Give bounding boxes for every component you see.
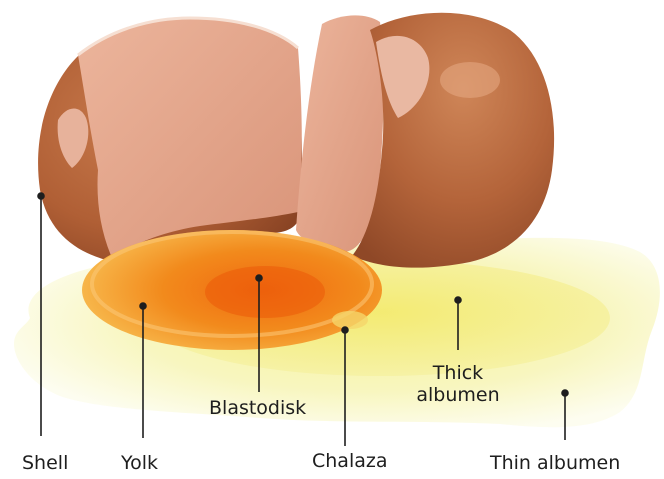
label-thin-albumen: Thin albumen	[490, 452, 620, 474]
chalaza	[332, 311, 368, 329]
blastodisk	[205, 266, 325, 318]
label-thick-albumen-line1: Thick	[416, 362, 500, 384]
label-blastodisk: Blastodisk	[209, 397, 306, 419]
shell-right-inner	[296, 15, 384, 252]
label-yolk: Yolk	[121, 452, 158, 474]
label-shell: Shell	[22, 452, 68, 474]
label-thick-albumen: Thick albumen	[416, 362, 500, 406]
label-thick-albumen-line2: albumen	[416, 384, 500, 406]
label-chalaza: Chalaza	[312, 450, 388, 472]
